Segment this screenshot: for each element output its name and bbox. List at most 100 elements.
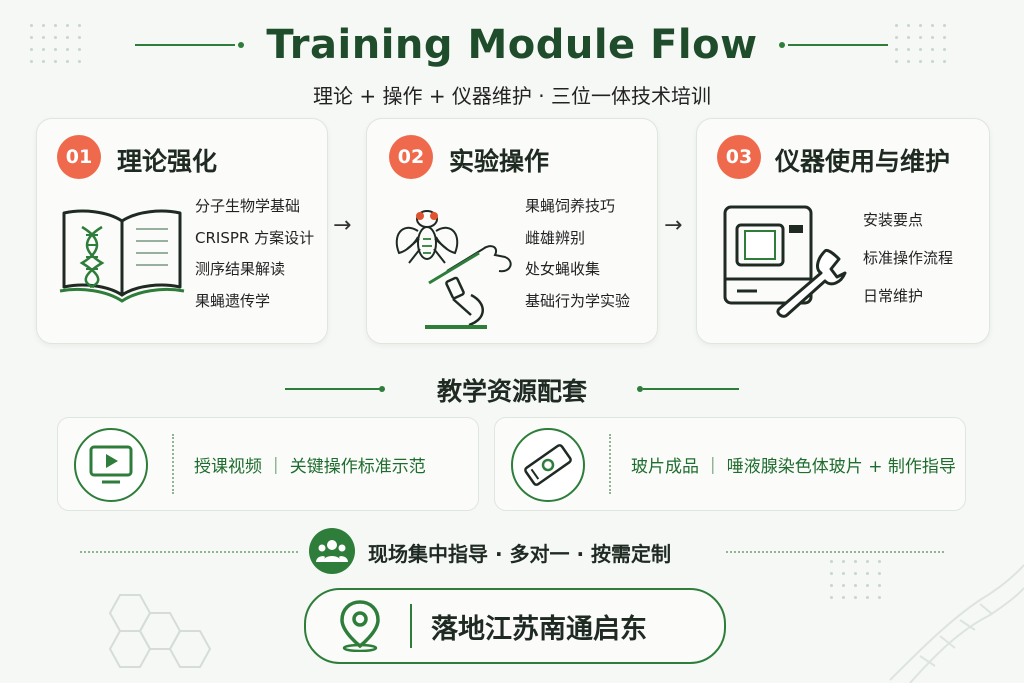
decor-dot	[842, 572, 845, 575]
decor-dot	[878, 560, 881, 563]
list-item: 标准操作流程	[863, 249, 954, 267]
decor-dot	[30, 48, 33, 51]
decor-dot	[78, 48, 81, 51]
decor-dot	[54, 36, 57, 39]
module-item-list: 分子生物学基础 CRISPR 方案设计 测序结果解读 果蝇遗传学	[195, 191, 314, 317]
page-subtitle: 理论 + 操作 + 仪器维护 · 三位一体技术培训	[312, 84, 712, 108]
decor-dot	[907, 36, 910, 39]
list-item: 分子生物学基础	[195, 197, 301, 215]
video-play-icon	[74, 428, 148, 502]
list-item: 雌雄辨别	[525, 228, 586, 247]
module-number-badge: 02	[389, 135, 433, 179]
location-badge: 落地江苏南通启东	[304, 588, 726, 664]
decor-dot	[878, 572, 881, 575]
decor-dot	[30, 24, 33, 27]
decor-dot	[842, 560, 845, 563]
title-decor-line-left	[135, 44, 235, 46]
decor-dot	[842, 584, 845, 587]
decor-dot	[842, 596, 845, 599]
section-decor-line-right	[643, 388, 739, 390]
list-item: CRISPR 方案设计	[195, 228, 315, 247]
location-divider	[410, 604, 412, 648]
guidance-text: 现场集中指导 · 多对一 · 按需定制	[368, 542, 672, 566]
guidance-dotted-line-left	[80, 551, 298, 553]
decor-dot	[895, 48, 898, 51]
instrument-wrench-icon	[723, 205, 847, 318]
decor-dot	[42, 24, 45, 27]
module-card-experiment: 02 实验操作 果蝇饲养技巧 雌雄辨别 处女蝇收集 基础行为学实验	[366, 118, 658, 344]
decor-dot	[830, 572, 833, 575]
decor-dot	[854, 572, 857, 575]
module-title: 实验操作	[449, 147, 550, 176]
list-item: 测序结果解读	[195, 260, 286, 278]
decor-dot	[854, 560, 857, 563]
decor-dot	[866, 584, 869, 587]
flow-arrow-icon: →	[333, 213, 352, 238]
section-decor-dot-right	[637, 386, 643, 392]
decor-dot	[78, 60, 81, 63]
module-item-list: 果蝇饲养技巧 雌雄辨别 处女蝇收集 基础行为学实验	[525, 191, 630, 317]
decor-hexagon-pattern	[108, 594, 212, 668]
decor-dot	[931, 24, 934, 27]
module-title: 仪器使用与维护	[775, 147, 951, 176]
decor-dot	[907, 24, 910, 27]
title-decor-dot-right	[779, 42, 785, 48]
decor-dot	[895, 36, 898, 39]
decor-dot	[907, 60, 910, 63]
decor-dot	[42, 48, 45, 51]
location-text: 落地江苏南通启东	[431, 614, 647, 645]
decor-dot	[30, 60, 33, 63]
module-item-list: 安装要点 标准操作流程 日常维护	[863, 201, 953, 315]
decor-dot	[54, 60, 57, 63]
decor-dot	[830, 584, 833, 587]
decor-dot	[907, 48, 910, 51]
decor-dot	[895, 24, 898, 27]
decor-dot	[919, 48, 922, 51]
resource-card-video: 授课视频 ｜ 关键操作标准示范	[57, 417, 479, 511]
list-item: 处女蝇收集	[525, 260, 601, 278]
module-card-instrument: 03 仪器使用与维护 安装要点 标准操作流程 日常维护	[696, 118, 990, 344]
decor-dot	[866, 596, 869, 599]
resource-divider	[172, 434, 174, 494]
decor-dot	[866, 560, 869, 563]
list-item: 安装要点	[863, 211, 924, 229]
list-item: 果蝇饲养技巧	[525, 197, 616, 215]
decor-dot	[943, 36, 946, 39]
list-item: 果蝇遗传学	[195, 291, 271, 310]
list-item: 日常维护	[863, 287, 924, 305]
decor-dot	[854, 596, 857, 599]
module-number-badge: 01	[57, 135, 101, 179]
list-item: 基础行为学实验	[525, 291, 631, 310]
decor-dna-strand	[889, 564, 1024, 683]
section-decor-dot-left	[379, 386, 385, 392]
glass-slide-icon	[511, 428, 585, 502]
decor-dot	[931, 48, 934, 51]
decor-dot	[931, 60, 934, 63]
decor-dot	[830, 560, 833, 563]
location-pin-icon	[340, 600, 380, 652]
decor-dot	[42, 36, 45, 39]
section-title: 教学资源配套	[436, 377, 587, 406]
open-book-dna-icon	[59, 209, 185, 303]
decor-dot	[919, 36, 922, 39]
decor-dot	[931, 36, 934, 39]
decor-dot	[943, 24, 946, 27]
title-decor-line-right	[788, 44, 888, 46]
fruit-fly-microscope-icon	[395, 210, 512, 329]
decor-dot	[919, 60, 922, 63]
decor-dot	[895, 60, 898, 63]
resource-card-slide: 玻片成品 ｜ 唾液腺染色体玻片 + 制作指导	[494, 417, 966, 511]
module-card-theory: 01 理论强化 分子生物学基础 CRISPR 方案设计 测序结果解读 果蝇遗传学	[36, 118, 328, 344]
decor-dot	[919, 24, 922, 27]
decor-dot	[943, 48, 946, 51]
decor-dot	[878, 584, 881, 587]
group-icon	[309, 528, 355, 574]
title-decor-dot-left	[238, 42, 244, 48]
decor-dot	[54, 48, 57, 51]
decor-dots-top-left	[30, 24, 81, 63]
decor-dot	[943, 60, 946, 63]
module-number-badge: 03	[717, 135, 761, 179]
resource-text: 授课视频 ｜ 关键操作标准示范	[194, 457, 426, 477]
decor-dot	[66, 60, 69, 63]
decor-dot	[66, 24, 69, 27]
